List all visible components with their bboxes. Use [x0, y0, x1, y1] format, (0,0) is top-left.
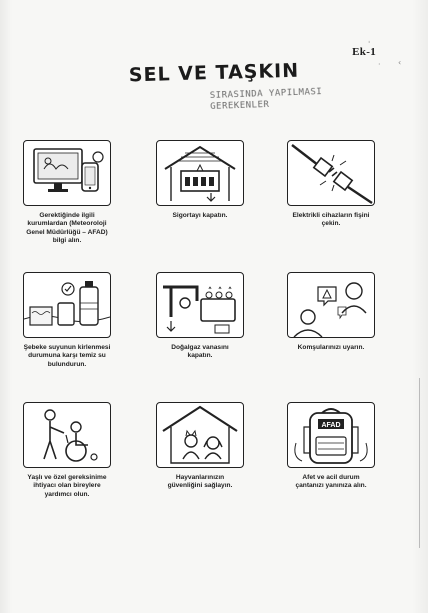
card-caption: Elektrikli cihazların fişini çekin. [292, 212, 370, 228]
emergency-backpack-icon: AFAD [287, 402, 375, 468]
water-bottles-icon [23, 272, 111, 338]
backpack-label: AFAD [321, 422, 340, 429]
scan-mark: · [378, 60, 381, 69]
scan-mark: ‹ [398, 58, 402, 67]
card-backpack: AFAD Afet ve acil durum çantanızı yanını… [272, 402, 390, 491]
fuse-box-house-icon [156, 140, 244, 206]
card-information: Gerektiğinde ilgili kurumlardan (Meteoro… [8, 140, 126, 246]
card-neighbors: Komşularınızı uyarın. [272, 272, 390, 352]
card-fuse: Sigortayı kapatın. [141, 140, 259, 220]
computer-phone-weather-icon [23, 140, 111, 206]
card-gas: Doğalgaz vanasını kapatın. [141, 272, 259, 361]
wheelchair-assist-icon [23, 402, 111, 468]
page-edge-line [419, 378, 420, 548]
unplug-icon [287, 140, 375, 206]
card-caption: Yaşlı ve özel gereksinime ihtiyacı olan … [27, 474, 107, 498]
card-pets: Hayvanlarınızın güvenliğini sağlayın. [141, 402, 259, 491]
card-caption: Sigortayı kapatın. [172, 212, 228, 219]
card-assist: Yaşlı ve özel gereksinime ihtiyacı olan … [8, 402, 126, 499]
card-unplug: Elektrikli cihazların fişini çekin. [272, 140, 390, 229]
card-caption: Gerektiğinde ilgili kurumlardan (Meteoro… [26, 212, 108, 245]
pets-house-icon [156, 402, 244, 468]
card-caption: Hayvanlarınızın güvenliğini sağlayın. [167, 474, 233, 490]
neighbors-warning-icon [287, 272, 375, 338]
scan-mark: ˈ [368, 40, 371, 49]
annex-label: Ek-1 [352, 46, 376, 58]
card-caption: Şebeke suyunun kirlenmesi durumuna karşı… [23, 344, 111, 368]
card-caption: Afet ve acil durum çantanızı yanınıza al… [295, 474, 367, 490]
gas-valve-icon [156, 272, 244, 338]
card-caption: Doğalgaz vanasını kapatın. [171, 344, 229, 360]
card-water: Şebeke suyunun kirlenmesi durumuna karşı… [8, 272, 126, 369]
card-caption: Komşularınızı uyarın. [297, 344, 365, 351]
